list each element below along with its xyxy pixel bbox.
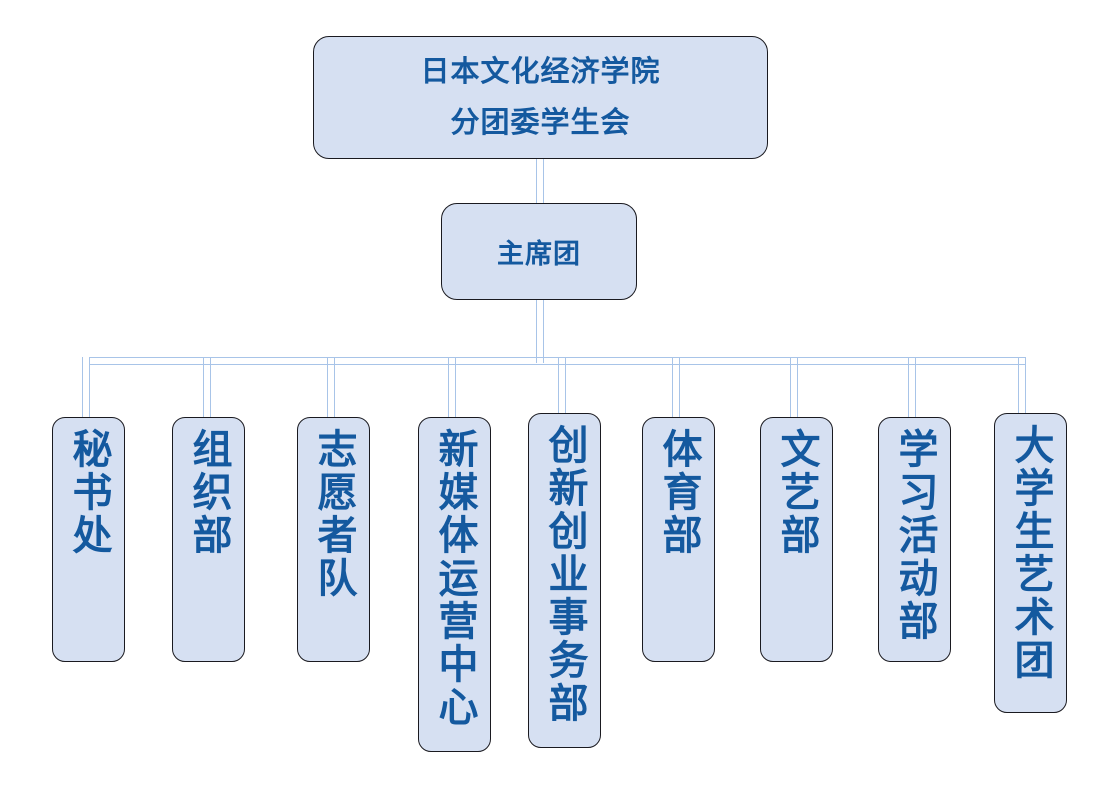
presidium-label: 主席团: [497, 239, 581, 269]
connector-bus-to-dept-3: [327, 357, 335, 417]
node-department-3[interactable]: 志愿者队: [297, 417, 370, 662]
connector-bus-to-dept-9: [1018, 357, 1026, 417]
connector-bus-to-dept-6: [672, 357, 680, 417]
department-label-5: 创新创业事务部: [542, 424, 587, 725]
root-title-line-1: 日本文化经济学院: [420, 55, 661, 88]
department-label-2: 组织部: [186, 428, 231, 557]
node-department-6[interactable]: 体育部: [642, 417, 715, 662]
department-label-6: 体育部: [656, 428, 701, 557]
node-presidium[interactable]: 主席团: [441, 203, 637, 300]
node-department-8[interactable]: 学习活动部: [878, 417, 951, 662]
department-label-8: 学习活动部: [892, 428, 937, 643]
department-label-9: 大学生艺术团: [1008, 424, 1053, 682]
node-department-5[interactable]: 创新创业事务部: [528, 413, 601, 748]
node-department-7[interactable]: 文艺部: [760, 417, 833, 662]
node-root-organization[interactable]: 日本文化经济学院 分团委学生会: [313, 36, 768, 159]
connector-root-to-presidium: [536, 159, 544, 203]
root-title-line-2: 分团委学生会: [450, 106, 631, 139]
connector-bus-to-dept-5: [558, 357, 566, 417]
node-department-2[interactable]: 组织部: [172, 417, 245, 662]
department-label-1: 秘书处: [66, 428, 111, 557]
connector-bus-to-dept-4: [448, 357, 456, 417]
department-label-7: 文艺部: [774, 428, 819, 557]
connector-presidium-to-bus: [536, 300, 544, 363]
connector-bus-to-dept-1: [82, 357, 90, 417]
node-department-4[interactable]: 新媒体运营中心: [418, 417, 491, 752]
node-department-1[interactable]: 秘书处: [52, 417, 125, 662]
connector-horizontal-bus: [89, 357, 1026, 365]
node-department-9[interactable]: 大学生艺术团: [994, 413, 1067, 713]
department-label-3: 志愿者队: [311, 428, 356, 600]
connector-bus-to-dept-7: [790, 357, 798, 417]
connector-bus-to-dept-2: [203, 357, 211, 417]
connector-bus-to-dept-8: [908, 357, 916, 417]
department-label-4: 新媒体运营中心: [432, 428, 477, 729]
